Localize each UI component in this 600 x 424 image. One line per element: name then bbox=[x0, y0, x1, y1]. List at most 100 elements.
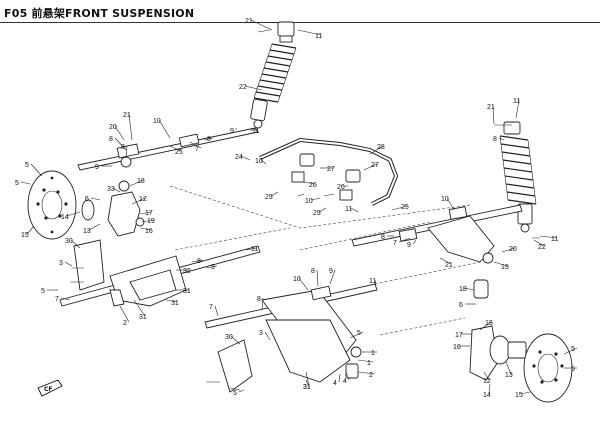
callout-number: 2 bbox=[123, 320, 127, 327]
callout-number: 7 bbox=[195, 146, 199, 153]
callout-leader-line bbox=[238, 389, 245, 393]
callout-leader-line bbox=[493, 261, 508, 267]
callout-leader-line bbox=[446, 197, 455, 211]
callout-leader-line bbox=[119, 305, 130, 323]
callout-leader-line bbox=[349, 331, 364, 339]
callout-number: 8 bbox=[121, 144, 125, 151]
callout-number: 14 bbox=[61, 214, 69, 221]
callout-number: 29 bbox=[313, 210, 321, 217]
stabilizer-bar bbox=[259, 137, 399, 206]
callout-number: 16 bbox=[453, 344, 461, 351]
callout-leader-line bbox=[264, 331, 271, 341]
callout-leader-line bbox=[492, 105, 495, 125]
callout-leader-line bbox=[240, 155, 251, 161]
callout-leader-line bbox=[357, 359, 374, 363]
callout-number: 4 bbox=[333, 380, 337, 387]
left-upper-arm-rod bbox=[77, 127, 259, 171]
callout-leader-line bbox=[88, 223, 101, 231]
callout-number: 26 bbox=[309, 182, 317, 189]
callout-leader-line bbox=[64, 261, 73, 267]
callout-number: 27 bbox=[371, 162, 379, 169]
callout-number: 12 bbox=[483, 378, 491, 385]
fastener-bolts bbox=[70, 29, 540, 391]
callout-number: 7 bbox=[393, 240, 397, 247]
callout-number: 8 bbox=[493, 136, 497, 143]
callout-leader-line bbox=[131, 197, 146, 205]
callout-leader-line bbox=[297, 29, 322, 36]
callout-number: 21 bbox=[123, 112, 131, 119]
callout-leader-line bbox=[539, 235, 558, 239]
callout-leader-line bbox=[391, 205, 408, 211]
callout-number: 27 bbox=[327, 166, 335, 173]
right-steering-knuckle bbox=[469, 279, 527, 381]
callout-number: 5 bbox=[571, 366, 575, 373]
callout-leader-line bbox=[141, 219, 154, 223]
callout-number: 5 bbox=[41, 288, 45, 295]
callout-number: 8 bbox=[257, 296, 261, 303]
callout-number: 8 bbox=[381, 234, 385, 241]
callout-leader-line bbox=[338, 373, 341, 383]
callout-number: 9 bbox=[211, 264, 215, 271]
callout-number: 15 bbox=[21, 232, 29, 239]
callout-number: 30 bbox=[65, 238, 73, 245]
diagram-title: F05 前悬架FRONT SUSPENSION bbox=[4, 7, 195, 20]
left-brake-disc bbox=[27, 170, 77, 240]
callout-number: 16 bbox=[145, 228, 153, 235]
callout-number: 10 bbox=[255, 158, 263, 165]
callout-leader-line bbox=[563, 347, 578, 355]
callout-leader-line bbox=[316, 269, 319, 287]
callout-leader-line bbox=[298, 277, 309, 291]
callout-number: 31 bbox=[139, 314, 147, 321]
callout-number: 5 bbox=[233, 390, 237, 397]
callout-leader-line bbox=[158, 119, 171, 139]
right-upper-arm bbox=[351, 204, 523, 264]
callout-number: 14 bbox=[483, 392, 491, 399]
callout-leader-line bbox=[398, 237, 411, 243]
callout-number: 5 bbox=[571, 346, 575, 353]
callout-leader-line bbox=[245, 247, 258, 251]
callout-number: 2 bbox=[369, 372, 373, 379]
callout-number: 29 bbox=[265, 194, 273, 201]
callout-number: 8 bbox=[197, 258, 201, 265]
callout-number: 31 bbox=[303, 384, 311, 391]
callout-leader-line bbox=[479, 321, 492, 331]
callout-leader-line bbox=[112, 187, 121, 193]
callout-leader-line bbox=[165, 299, 178, 303]
callout-leader-line bbox=[464, 287, 475, 291]
callout-leader-line bbox=[139, 211, 152, 215]
callout-leader-line bbox=[310, 197, 321, 201]
callout-number: 20 bbox=[109, 124, 117, 131]
callout-number: 19 bbox=[147, 218, 155, 225]
callout-leader-line bbox=[169, 145, 182, 152]
callout-number: 7 bbox=[55, 296, 59, 303]
right-shock-absorber bbox=[499, 121, 537, 233]
callout-leader-line bbox=[305, 379, 310, 387]
callout-number: 11 bbox=[551, 236, 558, 243]
callout-leader-line bbox=[90, 197, 101, 201]
callout-leader-line bbox=[250, 19, 273, 31]
callout-leader-line bbox=[329, 269, 336, 285]
callout-leader-line bbox=[520, 391, 531, 395]
callout-number: 26 bbox=[337, 184, 345, 191]
callout-number: 30 bbox=[225, 334, 233, 341]
callout-number: 1 bbox=[371, 350, 375, 357]
callout-number: 17 bbox=[145, 210, 153, 217]
callout-number: 11 bbox=[251, 246, 258, 253]
title-rule bbox=[0, 22, 600, 23]
callout-leader-line bbox=[114, 137, 127, 151]
assembly-guide-lines bbox=[169, 185, 481, 336]
callout-leader-line bbox=[205, 265, 218, 269]
callout-leader-line bbox=[515, 99, 520, 119]
callout-number: 11 bbox=[513, 98, 520, 105]
callout-leader-line bbox=[270, 191, 279, 197]
callout-leader-line bbox=[191, 259, 204, 263]
callout-leader-line bbox=[305, 371, 310, 387]
callout-leader-line bbox=[439, 257, 452, 265]
callout-number: 5 bbox=[25, 162, 29, 169]
callout-number: 20 bbox=[509, 246, 517, 253]
callout-number: 4 bbox=[343, 378, 347, 385]
callout-number: 33 bbox=[107, 186, 115, 193]
callout-leader-line bbox=[501, 247, 516, 253]
